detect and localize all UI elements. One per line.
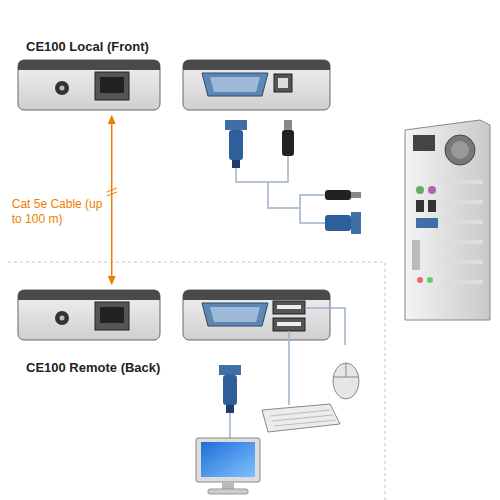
remote-front-unit: [18, 290, 160, 340]
pc-vga-plug: [325, 212, 361, 234]
keyboard: [262, 404, 340, 432]
cable-break-mark: [107, 188, 117, 196]
cable-connector: [111, 116, 113, 284]
local-front-unit: [18, 60, 160, 110]
mouse: [333, 363, 359, 399]
unit-heading: CE100 Local (Front): [26, 39, 149, 54]
monitor: [196, 438, 260, 494]
vga-plug: [225, 120, 247, 168]
remote-region: [8, 262, 385, 500]
cable: [236, 156, 300, 208]
local-back-unit: [183, 60, 330, 110]
extender-unit: CE100 Remote (Back): [18, 290, 160, 340]
usb-plug: [282, 120, 294, 156]
pc-usb-plug: [325, 190, 361, 200]
cable: [229, 413, 231, 438]
cable: [300, 195, 325, 223]
extender-unit: CE100 Local (Front): [18, 60, 160, 110]
vga-plug: [219, 365, 241, 413]
pc-tower: [405, 120, 490, 320]
cable-label: Cat 5e Cable (up to 100 m): [12, 197, 104, 227]
unit-heading: CE100 Remote (Back): [26, 360, 160, 375]
remote-back-unit: [183, 290, 330, 340]
